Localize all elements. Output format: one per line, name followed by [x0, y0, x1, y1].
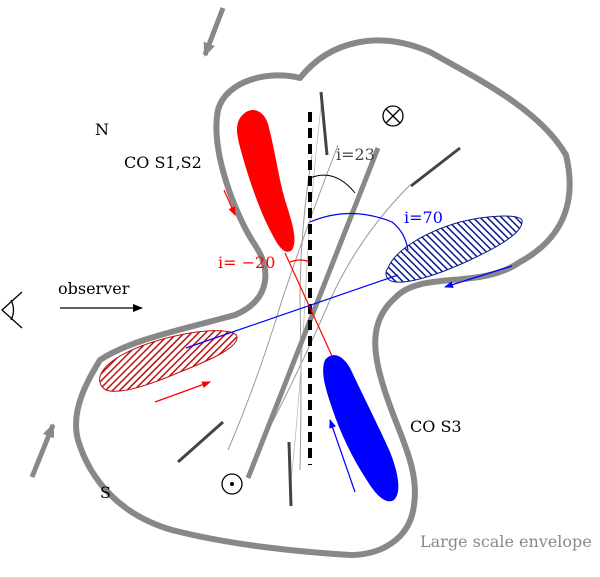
- cavity-wall-curve: [289, 97, 323, 491]
- hatched-red-lobe: [99, 330, 238, 392]
- blue-velocity-arrow: [444, 265, 513, 288]
- red-velocity-arrow: [223, 189, 236, 216]
- co-s3-label: CO S3: [410, 417, 462, 436]
- incl-70-line: [185, 274, 399, 349]
- red-velocity-arrow: [154, 381, 211, 403]
- north-label: N: [95, 120, 109, 139]
- blue-velocity-arrow: [329, 419, 356, 493]
- cross-in-circle-icon: [382, 105, 404, 127]
- south-label: S: [100, 483, 111, 502]
- cavity-wall-curve: [227, 144, 339, 451]
- co-s1-s2-label: CO S1,S2: [124, 153, 202, 172]
- envelope-label: Large scale envelope: [420, 532, 592, 551]
- incl-neg20-arc: [289, 259, 311, 263]
- cavity-segment: [319, 91, 329, 156]
- co-s3-lobe: [323, 355, 399, 502]
- eye-icon: [1, 291, 23, 329]
- dot-in-circle-icon: [221, 473, 243, 495]
- cavity-segment: [287, 441, 293, 507]
- incl-neg20-line: [284, 252, 333, 357]
- hatched-blue-lobe: [385, 215, 523, 283]
- incl-23-label: i=23: [336, 145, 375, 164]
- co-s1-s2-lobe: [236, 110, 295, 252]
- cavity-wall-curve: [299, 154, 313, 471]
- incl-70-arc: [309, 212, 409, 251]
- observer-label: observer: [58, 279, 130, 298]
- large-scale-envelope: [73, 37, 573, 558]
- cavity-segment: [177, 420, 224, 464]
- incl-23-arc: [309, 174, 356, 194]
- cavity-wall-curve: [257, 184, 411, 451]
- incl-neg20-label: i= −20: [218, 253, 275, 272]
- incl-70-label: i=70: [404, 208, 443, 227]
- rotation-arrow-bottom: [29, 423, 56, 478]
- cavity-segment: [410, 146, 461, 188]
- rotation-arrow-top: [202, 7, 226, 57]
